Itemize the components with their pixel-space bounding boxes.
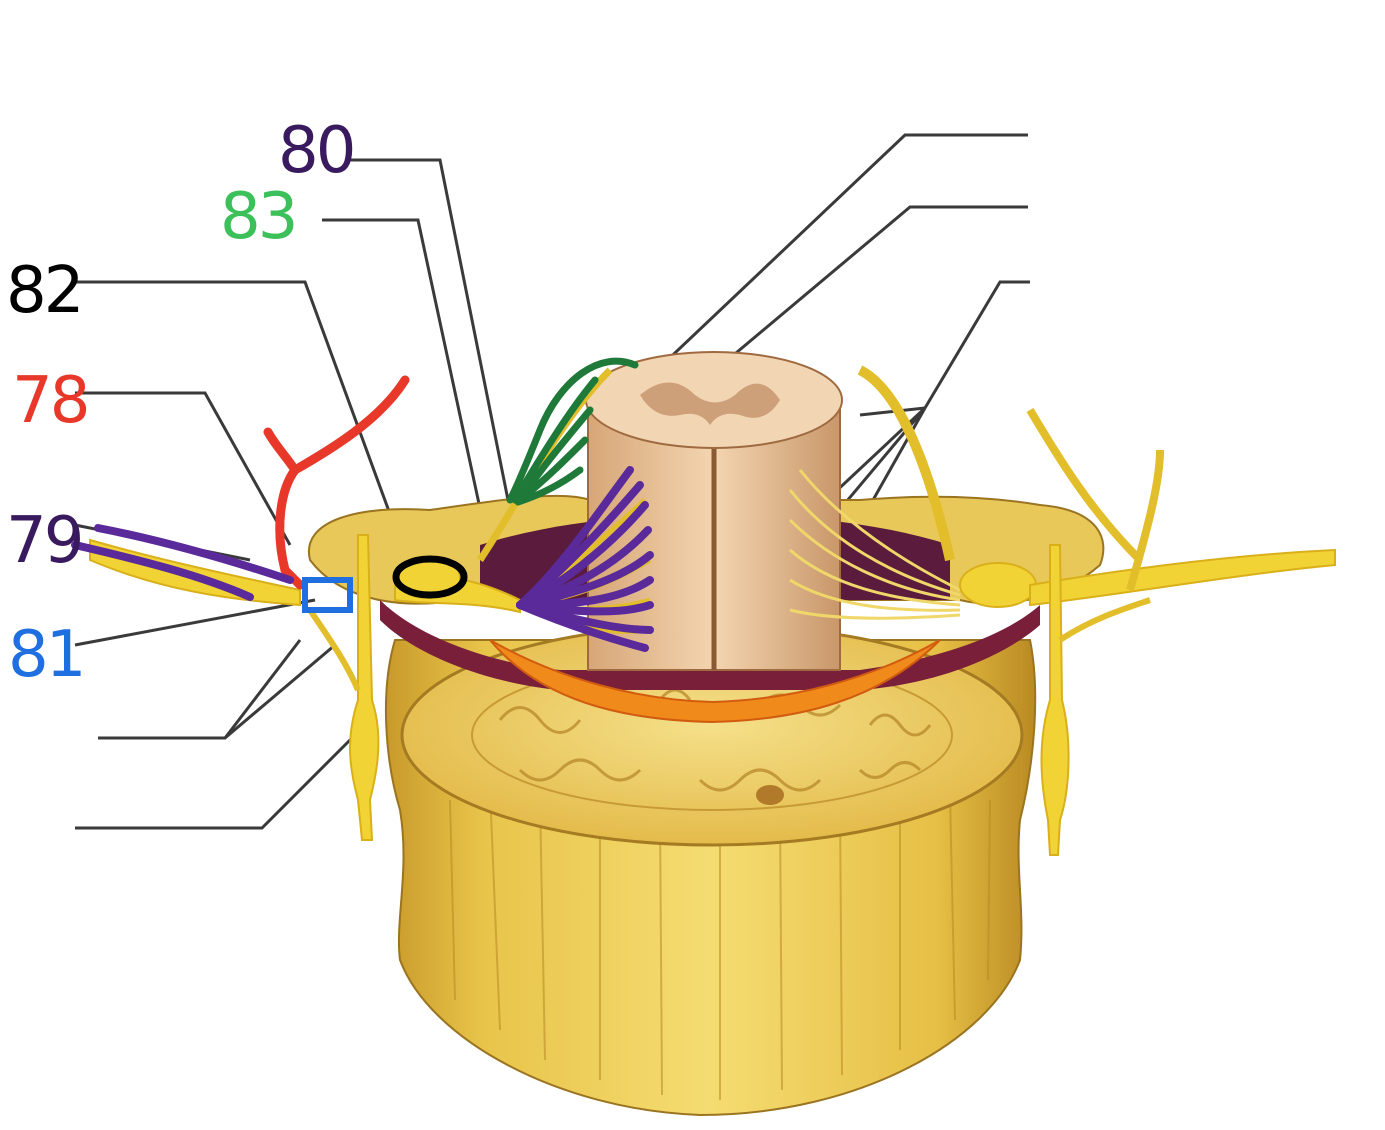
label-83: 83 [220, 180, 295, 254]
leader-line-right-rootlets-a [859, 406, 926, 417]
annotation-79-purple [71, 524, 294, 601]
vertebral-body [384, 623, 1037, 1117]
label-82: 82 [6, 254, 81, 328]
cord-cross-section [585, 351, 843, 449]
gray-matter [640, 382, 780, 425]
number-labels: 80 83 82 78 79 81 [6, 114, 356, 692]
annotation-80-purple [516, 466, 654, 652]
leader-line-82 [75, 280, 407, 556]
leader-line-left-rami [98, 639, 302, 740]
leader-line-right-rootlets [923, 280, 1030, 409]
annotation-81-blue-box [302, 577, 353, 613]
leader-line-83 [322, 218, 492, 556]
annotations [71, 357, 654, 652]
label-78: 78 [12, 364, 87, 438]
right-spinal-ganglion [959, 562, 1037, 608]
leader-line-80 [350, 158, 532, 611]
leader-line-left-rami-b [224, 643, 336, 740]
annotation-78-red [263, 375, 410, 590]
leader-line-right-mid [679, 205, 1028, 402]
label-79: 79 [6, 504, 81, 578]
leader-line-78 [75, 391, 292, 546]
leader-line-81 [74, 598, 316, 647]
leader-line-left-sympathetic [75, 728, 362, 830]
spinal-cord [585, 351, 843, 671]
annotation-83-green [506, 357, 639, 506]
annotation-82-black-oval [392, 555, 468, 599]
label-80: 80 [278, 114, 353, 188]
label-81: 81 [8, 618, 83, 692]
leader-line-right-top [618, 133, 1028, 407]
